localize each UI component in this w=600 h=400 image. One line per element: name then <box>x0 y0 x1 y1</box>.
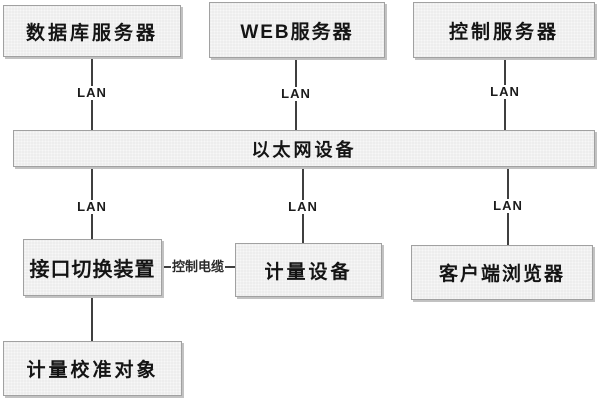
lan-label-switch: LAN <box>74 200 110 214</box>
control-cable-label: 控制电缆 <box>170 259 226 274</box>
node-database-server: 数据库服务器 <box>3 5 181 57</box>
lan-label-client: LAN <box>490 199 526 213</box>
node-interface-switch-device: 接口切换装置 <box>23 239 162 296</box>
node-web-server: WEB服务器 <box>209 2 385 58</box>
lan-label-db: LAN <box>74 86 110 100</box>
node-control-server: 控制服务器 <box>413 2 595 58</box>
node-measuring-device: 计量设备 <box>235 243 382 297</box>
node-ethernet-device: 以太网设备 <box>13 130 595 167</box>
node-calibration-object: 计量校准对象 <box>3 341 182 396</box>
node-client-browser: 客户端浏览器 <box>411 245 593 300</box>
lan-label-web: LAN <box>278 87 314 101</box>
edge-switch-to-calibration <box>91 296 93 341</box>
lan-label-control: LAN <box>487 85 523 99</box>
lan-label-measuring: LAN <box>285 200 321 214</box>
